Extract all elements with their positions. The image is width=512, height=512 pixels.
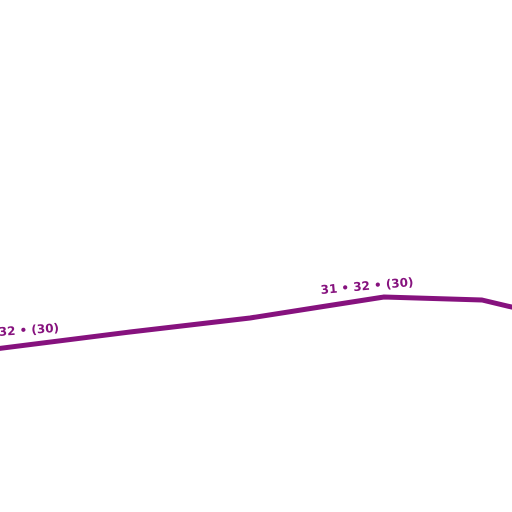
route-label-center: 31 • 32 • (30) [320,275,414,297]
route-label-left: 32 • (30) [0,321,59,339]
route-line[interactable] [0,294,512,351]
